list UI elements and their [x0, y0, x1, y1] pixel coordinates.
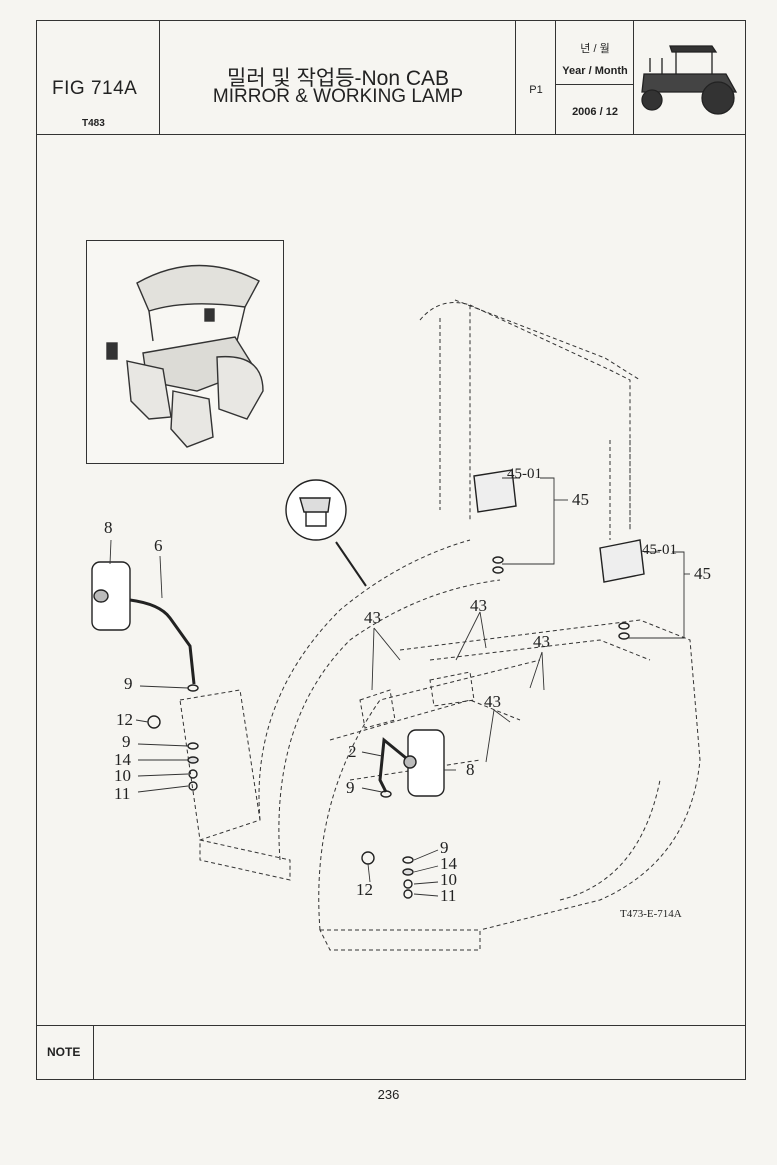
callout-label: 8 — [466, 760, 475, 779]
callout-label: 11 — [440, 886, 457, 905]
note-label: NOTE — [47, 1045, 81, 1059]
figure-number: FIG 714A — [52, 78, 138, 99]
overview-thumbnail — [86, 240, 284, 464]
callout-label: 43 — [470, 596, 487, 615]
note-divider — [93, 1025, 94, 1080]
callout-label: 10 — [440, 870, 457, 889]
callout-label: 45-01 — [507, 466, 542, 482]
callout-label: 2 — [348, 742, 357, 761]
tractor-overview-drawing — [106, 264, 264, 448]
callout-label: 45-01 — [642, 542, 677, 558]
page-number: 236 — [377, 1087, 400, 1102]
header — [36, 20, 746, 134]
callout-label: 14 — [114, 750, 131, 769]
year-month-korean: 년 / 월 — [580, 43, 610, 55]
page-frame — [36, 20, 746, 1080]
year-month-label: Year / Month — [562, 65, 628, 77]
title-cell — [160, 20, 516, 134]
callout-label: 9 — [124, 674, 133, 693]
figure-cell — [36, 20, 160, 134]
callout-label: 10 — [114, 766, 131, 785]
left-working-lamp — [473, 469, 517, 513]
callout-label: 45 — [572, 490, 589, 509]
callout-label: 45 — [694, 564, 711, 583]
model-code: T483 — [82, 118, 105, 129]
header-divider — [36, 134, 746, 135]
callout-label: 11 — [114, 784, 131, 803]
callout-label: 43 — [364, 608, 381, 627]
right-working-lamp — [599, 539, 645, 583]
year-month-divider — [556, 84, 634, 85]
left-mirror — [91, 561, 131, 631]
page-cell — [516, 20, 556, 134]
callout-label: 9 — [440, 838, 449, 857]
note-row — [36, 1025, 746, 1080]
callout-label: 8 — [104, 518, 113, 537]
callout-label: 14 — [440, 854, 457, 873]
drawing-reference: T473-E-714A — [620, 908, 682, 920]
callout-label: 43 — [484, 692, 501, 711]
revision-date: 2006 / 12 — [572, 106, 618, 118]
callout-label: 43 — [533, 632, 550, 651]
callout-label: 9 — [122, 732, 131, 751]
title-english: MIRROR & WORKING LAMP — [212, 86, 464, 107]
title-korean: 밀러 및 작업등-Non CAB — [226, 67, 450, 90]
page-indicator: P1 — [529, 84, 543, 96]
callout-label: 12 — [356, 880, 373, 899]
rops-left-post — [419, 302, 471, 520]
year-month-cell — [556, 20, 634, 134]
callout-label: 6 — [154, 536, 163, 555]
callout-label: 9 — [346, 778, 355, 797]
callout-label: 12 — [116, 710, 133, 729]
